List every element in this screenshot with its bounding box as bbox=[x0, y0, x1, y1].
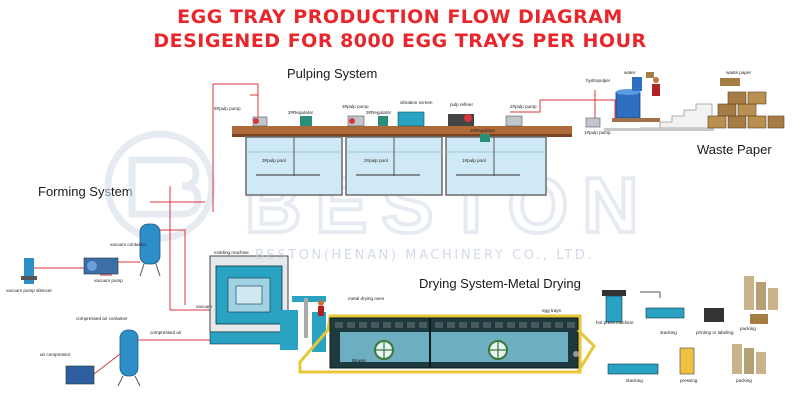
regulator-icon bbox=[300, 116, 312, 126]
printing-icon bbox=[704, 308, 724, 322]
regulator-icon bbox=[480, 134, 490, 142]
diagram-title-line-1: EGG TRAY PRODUCTION FLOW DIAGRAM bbox=[177, 6, 623, 28]
label-air-compressor: air compressor bbox=[40, 352, 71, 357]
packing-stack-icon bbox=[744, 276, 754, 310]
compressed-air-system bbox=[65, 329, 210, 387]
pulp-pump-icon bbox=[347, 115, 365, 127]
pulp-pool-1 bbox=[445, 136, 547, 196]
label-compressed-air-container: compressed air container bbox=[76, 316, 128, 321]
label-stacking-2: stacking bbox=[626, 378, 643, 383]
label-hot-press-machine: hot press machine bbox=[596, 320, 634, 325]
packing-stack-icon bbox=[732, 344, 742, 374]
pressing-machine-icon bbox=[679, 347, 695, 375]
pulp-pump-icon bbox=[585, 117, 601, 128]
label-metal-drying-oven: metal drying oven bbox=[348, 296, 385, 301]
air-compressor-icon bbox=[65, 365, 95, 385]
label-vacuum: vacuum bbox=[196, 304, 213, 309]
label-molding-machine: molding machine bbox=[214, 250, 249, 255]
label-vacuum-pump-silencer: vacuum pump silencer bbox=[6, 288, 52, 293]
label-pulp-pump-5: 5#pulp pump bbox=[214, 106, 241, 111]
label-hydropulper: hydropulper bbox=[586, 78, 611, 83]
molding-machine bbox=[209, 255, 326, 352]
stacking-table-icon bbox=[645, 307, 685, 319]
label-egg-trays: egg trays bbox=[542, 308, 561, 313]
pulp-pools bbox=[245, 136, 547, 196]
conveyor-belt bbox=[298, 314, 582, 374]
pulping-machines bbox=[252, 111, 601, 142]
label-printing: printing or labeling bbox=[696, 330, 734, 335]
pulp-pipes bbox=[100, 83, 616, 311]
label-pulp-refiner: pulp refiner bbox=[450, 102, 473, 107]
hot-press-machine-icon bbox=[605, 295, 623, 323]
stairs bbox=[640, 103, 713, 129]
molding-worker-icon bbox=[318, 300, 324, 306]
drying-system-label: Drying System-Metal Drying bbox=[419, 276, 581, 291]
label-packing-2: packing bbox=[736, 378, 752, 383]
waste-paper-pile bbox=[707, 91, 785, 129]
water-tank-icon bbox=[632, 77, 642, 91]
vibration-screen-icon bbox=[397, 111, 425, 127]
pulp-pump-icon bbox=[505, 115, 523, 127]
pulping-platform bbox=[232, 126, 572, 134]
drying-system bbox=[298, 314, 596, 374]
watermark-company-text: BESTON(HENAN) MACHINERY CO., LTD. bbox=[255, 248, 595, 263]
label-packing-1: packing bbox=[740, 326, 756, 331]
label-pulp-pool-2: 2#pulp pool bbox=[364, 158, 388, 163]
pulping-system-label: Pulping System bbox=[287, 66, 378, 81]
label-vacuum-pump: vacuum pump bbox=[94, 278, 123, 283]
label-pulp-pool-3: 3#pulp pool bbox=[262, 158, 286, 163]
packing-box-icon bbox=[750, 314, 768, 324]
label-regulator-3: 3#Regulator bbox=[366, 110, 392, 115]
pulp-pump-icon bbox=[252, 116, 268, 127]
label-stacking-1: stacking bbox=[660, 330, 677, 335]
compressed-air-container-icon bbox=[119, 329, 139, 377]
label-water: water bbox=[624, 70, 636, 75]
label-pulp-pump-1: 1#pulp pump bbox=[584, 130, 611, 135]
label-regulator-2: 2#Regulator bbox=[288, 110, 314, 115]
label-vacuum-container: vacuum container bbox=[110, 242, 147, 247]
label-pulp-pool-1: 1#pulp pool bbox=[462, 158, 486, 163]
stacking-table-icon bbox=[607, 363, 659, 375]
worker-icon bbox=[653, 77, 659, 83]
label-pulp-pump-3: 3#pulp pump bbox=[342, 104, 369, 109]
vacuum-container-icon bbox=[139, 223, 161, 265]
diagram-title-line-2: DESIGENED FOR 8000 EGG TRAYS PER HOUR bbox=[153, 30, 647, 52]
label-pulp-pump-2: 2#pulp pump bbox=[510, 104, 537, 109]
label-pressing: pressing bbox=[680, 378, 698, 383]
waste-paper-small-icon bbox=[720, 78, 740, 86]
regulator-icon bbox=[378, 116, 388, 126]
forming-system bbox=[21, 223, 186, 305]
label-blower: Blower bbox=[352, 358, 367, 363]
label-waste-paper: waste paper bbox=[726, 70, 752, 75]
vacuum-pump-silencer-icon bbox=[24, 258, 34, 284]
waste-paper-bale-icon bbox=[646, 72, 654, 78]
waste-paper-label: Waste Paper bbox=[697, 142, 772, 157]
hydropulper-icon bbox=[615, 91, 641, 119]
post-processing bbox=[602, 276, 778, 375]
label-vibration-screen: vibration screen bbox=[400, 100, 433, 105]
label-regulator-1: 1#Regulator bbox=[470, 128, 496, 133]
hydropulper-area bbox=[604, 72, 714, 131]
label-compressed-air: compressed air bbox=[150, 330, 182, 335]
